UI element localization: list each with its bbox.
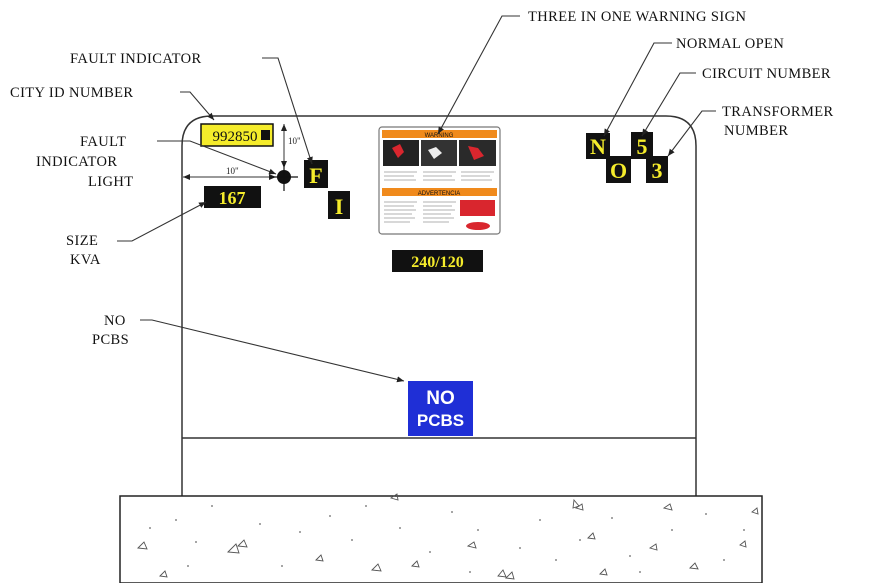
normal-open-letters: N O: [586, 133, 631, 183]
circuit-number-value: 5: [637, 134, 648, 159]
label-transformer-line1: TRANSFORMER: [722, 104, 834, 120]
fault-indicator-letters: F I: [304, 160, 350, 219]
label-three-in-one-warning-sign: THREE IN ONE WARNING SIGN: [528, 9, 746, 25]
warning-header-mid: ADVERTENCIA: [418, 191, 461, 197]
no-pcbs-line1: NO: [426, 388, 455, 409]
fault-letter-i: I: [335, 194, 344, 219]
normal-letter-o: O: [610, 158, 627, 183]
voltage-plate: 240/120: [392, 250, 483, 272]
dimension-vertical: 10": [288, 136, 301, 146]
kva-plate: 167: [204, 186, 261, 208]
label-size-line2: KVA: [70, 252, 101, 268]
label-no-pcbs-line2: PCBS: [92, 332, 129, 348]
label-fi-light-line3: LIGHT: [88, 174, 134, 190]
city-id-value: 992850: [213, 129, 258, 145]
voltage-value: 240/120: [411, 254, 463, 271]
no-pcbs-line2: PCBS: [417, 411, 464, 430]
fault-indicator-light: [270, 163, 298, 191]
warning-header-top: WARNING: [425, 133, 454, 139]
label-fault-indicator: FAULT INDICATOR: [70, 51, 202, 67]
label-fi-light-line1: FAULT: [80, 134, 126, 150]
dimension-markers: 10" 10": [183, 124, 301, 180]
label-size-line1: SIZE: [66, 233, 98, 249]
transformer-cabinet-outline: [181, 115, 697, 496]
three-in-one-warning-sign: WARNING ADVERTENCIA: [378, 126, 501, 235]
label-fi-light-line2: INDICATOR: [36, 154, 117, 170]
label-transformer-line2: NUMBER: [724, 123, 788, 139]
leader-lines: [117, 15, 716, 383]
dimension-horizontal: 10": [226, 166, 239, 176]
city-id-plate: 992850: [200, 123, 274, 147]
label-city-id-number: CITY ID NUMBER: [10, 85, 133, 101]
label-circuit-number: CIRCUIT NUMBER: [702, 66, 831, 82]
fault-letter-f: F: [309, 163, 322, 188]
label-no-pcbs-line1: NO: [104, 313, 126, 329]
circuit-transformer-numbers: 5 3: [631, 132, 668, 183]
label-normal-open: NORMAL OPEN: [676, 36, 784, 52]
normal-letter-n: N: [590, 134, 606, 159]
concrete-pad: [119, 493, 763, 583]
kva-value: 167: [219, 188, 246, 208]
no-pcbs-sign: NO PCBS: [408, 381, 473, 436]
transformer-number-value: 3: [652, 158, 663, 183]
